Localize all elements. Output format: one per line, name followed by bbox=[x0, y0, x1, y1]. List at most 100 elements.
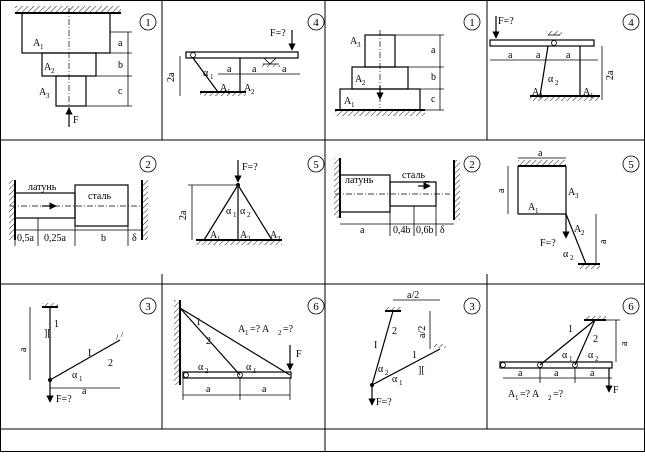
svg-text:2: 2 bbox=[570, 254, 574, 262]
svg-text:=? A: =? A bbox=[250, 324, 270, 335]
svg-text:I: I bbox=[374, 340, 377, 351]
svg-text:0,4b: 0,4b bbox=[393, 225, 411, 236]
svg-text:2: 2 bbox=[145, 159, 151, 171]
svg-text:F=?: F=? bbox=[540, 238, 556, 249]
svg-text:α: α bbox=[563, 249, 569, 260]
svg-text:b: b bbox=[431, 72, 436, 83]
svg-text:1: 1 bbox=[79, 375, 83, 383]
svg-text:0,25a: 0,25a bbox=[44, 233, 67, 244]
svg-text:2: 2 bbox=[278, 329, 282, 337]
svg-text:A: A bbox=[532, 87, 540, 98]
svg-text:1: 1 bbox=[568, 324, 573, 335]
svg-text:2: 2 bbox=[51, 67, 55, 75]
svg-text:][: ][ bbox=[418, 365, 425, 376]
svg-text:1: 1 bbox=[233, 211, 237, 219]
svg-text:a/2: a/2 bbox=[407, 290, 419, 301]
svg-text:A: A bbox=[344, 96, 352, 107]
svg-text:b: b bbox=[118, 60, 123, 71]
svg-text:F=?: F=? bbox=[56, 394, 72, 405]
svg-text:c: c bbox=[431, 94, 436, 105]
svg-text:a: a bbox=[536, 50, 541, 61]
svg-text:2: 2 bbox=[385, 369, 389, 377]
svg-text:a: a bbox=[518, 368, 523, 379]
svg-text:2: 2 bbox=[555, 79, 559, 87]
svg-text:F: F bbox=[296, 349, 302, 360]
svg-text:α: α bbox=[378, 364, 384, 375]
svg-text:α: α bbox=[392, 374, 398, 385]
svg-text:4: 4 bbox=[628, 17, 634, 29]
svg-text:F=?: F=? bbox=[376, 397, 392, 408]
svg-text:δ: δ bbox=[440, 225, 445, 236]
svg-text:2: 2 bbox=[247, 211, 251, 219]
variant-number: 1 bbox=[145, 17, 151, 29]
svg-text:α: α bbox=[226, 206, 232, 217]
svg-text:a: a bbox=[566, 50, 571, 61]
svg-text:2: 2 bbox=[595, 355, 599, 363]
svg-text:a: a bbox=[538, 148, 543, 159]
svg-text:F=?: F=? bbox=[498, 16, 514, 27]
ceiling-support bbox=[15, 6, 121, 13]
svg-text:A: A bbox=[33, 38, 41, 49]
svg-text:1: 1 bbox=[253, 367, 257, 375]
svg-text:0,6b: 0,6b bbox=[416, 225, 434, 236]
svg-text:A: A bbox=[355, 74, 363, 85]
svg-text:a: a bbox=[206, 384, 211, 395]
svg-text:2: 2 bbox=[593, 334, 598, 345]
svg-text:a: a bbox=[431, 45, 436, 56]
svg-text:1: 1 bbox=[515, 394, 519, 402]
svg-text:A: A bbox=[270, 230, 278, 241]
svg-text:2: 2 bbox=[108, 358, 113, 369]
svg-text:2: 2 bbox=[251, 88, 255, 96]
svg-text:=? A: =? A bbox=[520, 389, 540, 400]
svg-text:α: α bbox=[562, 350, 568, 361]
svg-text:A: A bbox=[210, 230, 218, 241]
svg-text:a: a bbox=[227, 64, 232, 75]
svg-text:A: A bbox=[220, 83, 228, 94]
svg-text:латунь: латунь bbox=[345, 175, 374, 186]
svg-text:1: 1 bbox=[469, 17, 475, 29]
cell-7-composite-bar: 2 F латунь сталь a 0,4b 0,6b δ bbox=[334, 155, 481, 236]
svg-text:α: α bbox=[588, 350, 594, 361]
svg-text:a/2: a/2 bbox=[417, 326, 428, 338]
svg-text:6: 6 bbox=[628, 301, 634, 313]
svg-text:2: 2 bbox=[581, 229, 585, 237]
svg-text:3: 3 bbox=[145, 301, 151, 313]
svg-text:5: 5 bbox=[628, 159, 634, 171]
svg-text:3: 3 bbox=[357, 41, 361, 49]
svg-text:2: 2 bbox=[247, 235, 251, 243]
svg-text:4: 4 bbox=[313, 17, 319, 29]
svg-text:=?: =? bbox=[553, 389, 564, 400]
svg-text:c: c bbox=[118, 86, 123, 97]
svg-text:a: a bbox=[18, 347, 29, 352]
svg-text:A: A bbox=[238, 324, 246, 335]
svg-text:A: A bbox=[528, 202, 536, 213]
svg-text:1: 1 bbox=[245, 329, 249, 337]
svg-text:a: a bbox=[496, 188, 507, 193]
svg-text:][: ][ bbox=[44, 328, 51, 339]
svg-text:a: a bbox=[282, 64, 287, 75]
svg-text:2: 2 bbox=[205, 367, 209, 375]
svg-text:2: 2 bbox=[469, 159, 475, 171]
svg-text:b: b bbox=[101, 233, 106, 244]
svg-text:a: a bbox=[619, 341, 630, 346]
svg-text:a: a bbox=[118, 38, 123, 49]
svg-text:F: F bbox=[613, 385, 619, 396]
svg-text:A: A bbox=[568, 187, 576, 198]
svg-text:2a: 2a bbox=[178, 210, 189, 220]
svg-text:a: a bbox=[252, 64, 257, 75]
svg-text:F=?: F=? bbox=[242, 162, 258, 173]
svg-text:3: 3 bbox=[575, 192, 579, 200]
svg-text:1: 1 bbox=[351, 101, 355, 109]
svg-text:A: A bbox=[44, 62, 52, 73]
svg-text:A: A bbox=[508, 389, 516, 400]
svg-text:α: α bbox=[198, 362, 204, 373]
